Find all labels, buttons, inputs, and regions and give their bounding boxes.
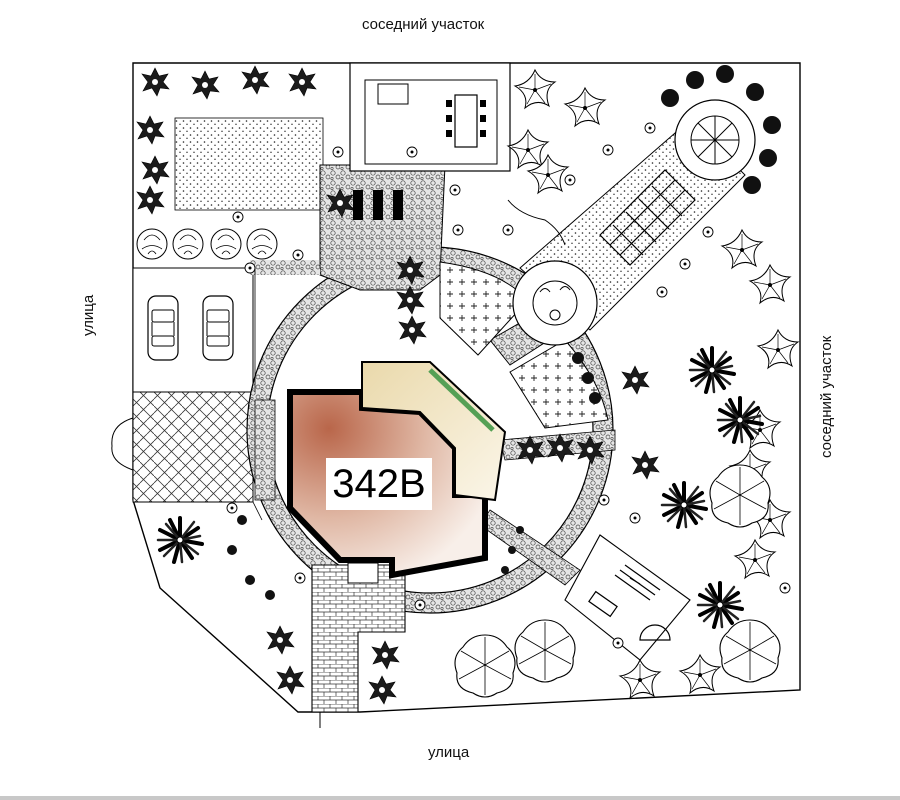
bush-row — [227, 65, 781, 600]
house-wing — [361, 361, 507, 502]
driveway — [132, 391, 254, 503]
label-street-bottom: улица — [428, 744, 470, 761]
pergola-icon — [599, 169, 696, 266]
dining-table-icon — [454, 94, 478, 148]
gate-icon — [111, 417, 134, 471]
label-neighbor-right: соседний участок — [818, 335, 835, 458]
label-neighbor-top: соседний участок — [362, 16, 485, 33]
bottom-divider — [0, 796, 900, 800]
bench-icon — [353, 190, 403, 220]
house-code-label: 342В — [326, 458, 432, 510]
car-icon — [147, 295, 179, 361]
label-street-left: улица — [80, 294, 97, 336]
lawn-top-left — [174, 117, 324, 211]
car-icon — [202, 295, 234, 361]
